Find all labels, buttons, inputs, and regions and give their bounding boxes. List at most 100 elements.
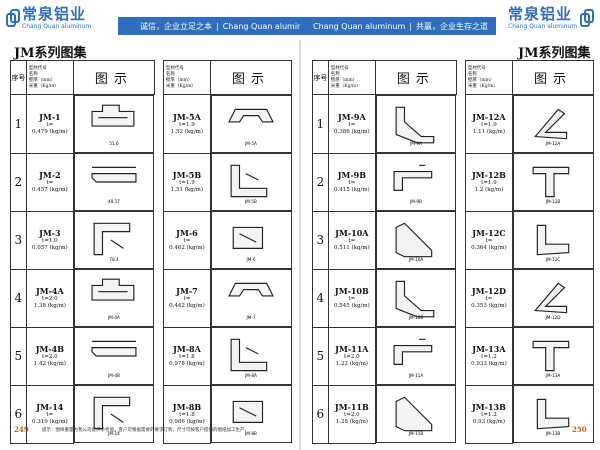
header-meta-line: 型材代号 bbox=[330, 65, 349, 71]
profile-drawing-cell: 51.6 bbox=[73, 95, 155, 153]
profile-drawing-cell: JM-12A bbox=[513, 95, 594, 153]
table-row: 6 JM-14 t= 0.319 (kg/m) JM-14 JM-8B t=1.… bbox=[10, 384, 292, 444]
profile-code: JM-14 bbox=[36, 402, 64, 412]
profile-code: JM-5A bbox=[173, 111, 201, 122]
profile-drawing-cell: JM-11A bbox=[375, 327, 457, 385]
wall-thickness: t=1.2 bbox=[481, 412, 497, 418]
profile-drawing-icon: JM-12B bbox=[532, 166, 570, 204]
drawing-dimension: JM-5A bbox=[244, 141, 257, 146]
profile-drawing-icon: JM-8B bbox=[232, 400, 264, 436]
table-row: 3 JM-10A t= 0.511 (kg/m) JM-10A JM-12C t… bbox=[312, 210, 594, 270]
table-row: 6 JM-11B t=2.0 1.28 (kg/m) JM-11B JM-13B… bbox=[312, 384, 594, 444]
profile-drawing-cell: JM-8B bbox=[211, 385, 292, 443]
header-meta: 型材代号名称壁厚（mm）米重（Kg/m） bbox=[25, 60, 74, 95]
profile-spec-cell: JM-5A t=1.9 1.52 (kg/m) bbox=[162, 94, 212, 154]
page-number-right: 250 bbox=[572, 425, 587, 434]
header-meta-line: 米重（Kg/m） bbox=[165, 83, 196, 89]
drawing-dimension: JM-8A bbox=[244, 373, 257, 378]
profile-code: JM-8A bbox=[173, 344, 201, 354]
table-row: 1 JM-1 t= 0.479 (kg/m) 51.6 JM-5A t=1.9 … bbox=[10, 94, 292, 154]
logo-mark-icon bbox=[580, 8, 595, 29]
profile-drawing-icon: JM-11B bbox=[395, 396, 433, 436]
profile-drawing-cell: JM-11B bbox=[375, 385, 457, 443]
profile-spec-cell: JM-3 t=1.0 0.057 (kg/m) bbox=[25, 210, 74, 270]
profile-drawing-cell: JM-13A bbox=[513, 327, 594, 385]
weight-per-meter: 0.511 (kg/m) bbox=[333, 245, 370, 251]
weight-per-meter: 1.2 (kg/m) bbox=[474, 187, 504, 193]
wall-thickness: t=1.9 bbox=[481, 121, 497, 128]
profile-drawing-cell: JM-4B bbox=[73, 327, 155, 385]
profile-code: JM-11A bbox=[335, 344, 369, 354]
column-gap bbox=[456, 269, 465, 327]
drawing-dimension: JM-9A bbox=[409, 141, 422, 146]
profile-drawing-cell: JM-7 bbox=[211, 269, 292, 327]
header-meta-line: 型材代号 bbox=[467, 65, 486, 71]
profile-drawing-cell: JM-8A bbox=[211, 327, 292, 385]
profile-drawing-cell: JM-5A bbox=[211, 95, 292, 153]
header-meta-line: 壁厚（mm） bbox=[28, 77, 56, 83]
row-index: 6 bbox=[10, 384, 27, 444]
profile-drawing-icon: 78.4 bbox=[93, 222, 131, 262]
profile-drawing-icon: 49.17 bbox=[91, 166, 137, 204]
profile-code: JM-12B bbox=[472, 170, 506, 180]
wall-thickness: t= bbox=[348, 180, 356, 186]
profile-spec-cell: JM-4A t=2.0 1.38 (kg/m) bbox=[25, 268, 74, 328]
profile-drawing-icon: JM-4B bbox=[91, 340, 137, 378]
row-index: 3 bbox=[10, 210, 27, 270]
profile-spec-cell: JM-1 t= 0.479 (kg/m) bbox=[25, 94, 74, 154]
row-index: 4 bbox=[10, 268, 27, 328]
weight-per-meter: 0.933 (kg/m) bbox=[471, 361, 507, 367]
weight-per-meter: 0.386 (kg/m) bbox=[333, 128, 370, 135]
profile-drawing-icon: JM-5A bbox=[228, 108, 275, 146]
header-meta: 型材代号名称壁厚（mm）米重（Kg/m） bbox=[464, 60, 514, 95]
drawing-dimension: JM-13A bbox=[545, 373, 561, 378]
profile-spec-cell: JM-13A t=1.2 0.933 (kg/m) bbox=[464, 326, 514, 386]
profile-code: JM-9B bbox=[337, 170, 366, 180]
profile-spec-cell: JM-12C t= 0.364 (kg/m) bbox=[464, 210, 514, 270]
table-row: 1 JM-9A t= 0.386 (kg/m) JM-9A JM-12A t=1… bbox=[312, 94, 594, 154]
row-index: 3 bbox=[312, 210, 329, 270]
weight-per-meter: 1.42 (kg/m) bbox=[33, 361, 66, 367]
profile-spec-cell: JM-4B t=2.0 1.42 (kg/m) bbox=[25, 326, 74, 386]
profile-drawing-icon: JM-12C bbox=[537, 224, 570, 262]
weight-per-meter: 1.11 (kg/m) bbox=[472, 128, 506, 135]
brand-logo-left: 常泉铝业 Chang Quan aluminum bbox=[6, 6, 91, 31]
profile-drawing-icon: JM-13A bbox=[532, 340, 570, 378]
wall-thickness: t=1.9 bbox=[481, 180, 497, 186]
drawing-dimension: JM-6 bbox=[246, 257, 256, 262]
drawing-dimension: JM-12C bbox=[545, 257, 561, 262]
profile-drawing-icon: JM-14 bbox=[93, 396, 131, 436]
profile-spec-cell: JM-14 t= 0.319 (kg/m) bbox=[25, 384, 74, 444]
column-gap bbox=[456, 211, 465, 269]
slogan-right-en: Chang Quan aluminum bbox=[313, 21, 406, 31]
profile-drawing-icon: JM-12D bbox=[534, 282, 568, 320]
drawing-dimension: JM-12A bbox=[545, 141, 561, 146]
profile-spec-cell: JM-12A t=1.9 1.11 (kg/m) bbox=[464, 94, 514, 154]
profile-spec-cell: JM-11B t=2.0 1.28 (kg/m) bbox=[327, 384, 376, 444]
profile-spec-cell: JM-13B t=1.2 0.93 (kg/m) bbox=[464, 384, 514, 444]
profile-drawing-icon: JM-9B bbox=[393, 164, 433, 204]
weight-per-meter: 1.28 (kg/m) bbox=[335, 419, 368, 425]
profile-spec-cell: JM-12D t= 0.353 (kg/m) bbox=[464, 268, 514, 328]
profile-code: JM-12D bbox=[471, 286, 506, 296]
profile-spec-cell: JM-12B t=1.9 1.2 (kg/m) bbox=[464, 152, 514, 212]
header-meta-line: 名称 bbox=[165, 71, 175, 77]
page-spine bbox=[299, 40, 301, 450]
slogan-bar-left: 诚信，企业立足之本 | Chang Quan aluminum bbox=[118, 17, 315, 35]
wall-thickness: t=1.8 bbox=[179, 354, 195, 360]
drawing-dimension: 51.6 bbox=[109, 141, 119, 146]
profile-drawing-icon: JM-10A bbox=[395, 222, 433, 262]
header-meta: 型材代号名称壁厚（mm）米重（Kg/m） bbox=[162, 60, 212, 95]
profile-drawing-icon: 51.6 bbox=[91, 104, 135, 146]
profile-spec-cell: JM-10A t= 0.511 (kg/m) bbox=[327, 210, 376, 270]
profile-drawing-cell: JM-10A bbox=[375, 211, 457, 269]
drawing-dimension: JM-4B bbox=[107, 373, 120, 378]
drawing-dimension: JM-12B bbox=[545, 199, 561, 204]
profile-spec-table: 序号型材代号名称壁厚（mm）米重（Kg/m）图示型材代号名称壁厚（mm）米重（K… bbox=[312, 60, 594, 444]
drawing-dimension: JM-12D bbox=[545, 315, 561, 320]
table-row: 4 JM-10B t= 0.545 (kg/m) JM-10B JM-12D t… bbox=[312, 268, 594, 328]
profile-drawing-icon: JM-11A bbox=[393, 338, 433, 378]
slogan-right-cn: 共赢，企业生存之道 bbox=[416, 21, 488, 31]
weight-per-meter: 1.51 (kg/m) bbox=[170, 187, 204, 193]
row-index: 6 bbox=[312, 384, 329, 444]
